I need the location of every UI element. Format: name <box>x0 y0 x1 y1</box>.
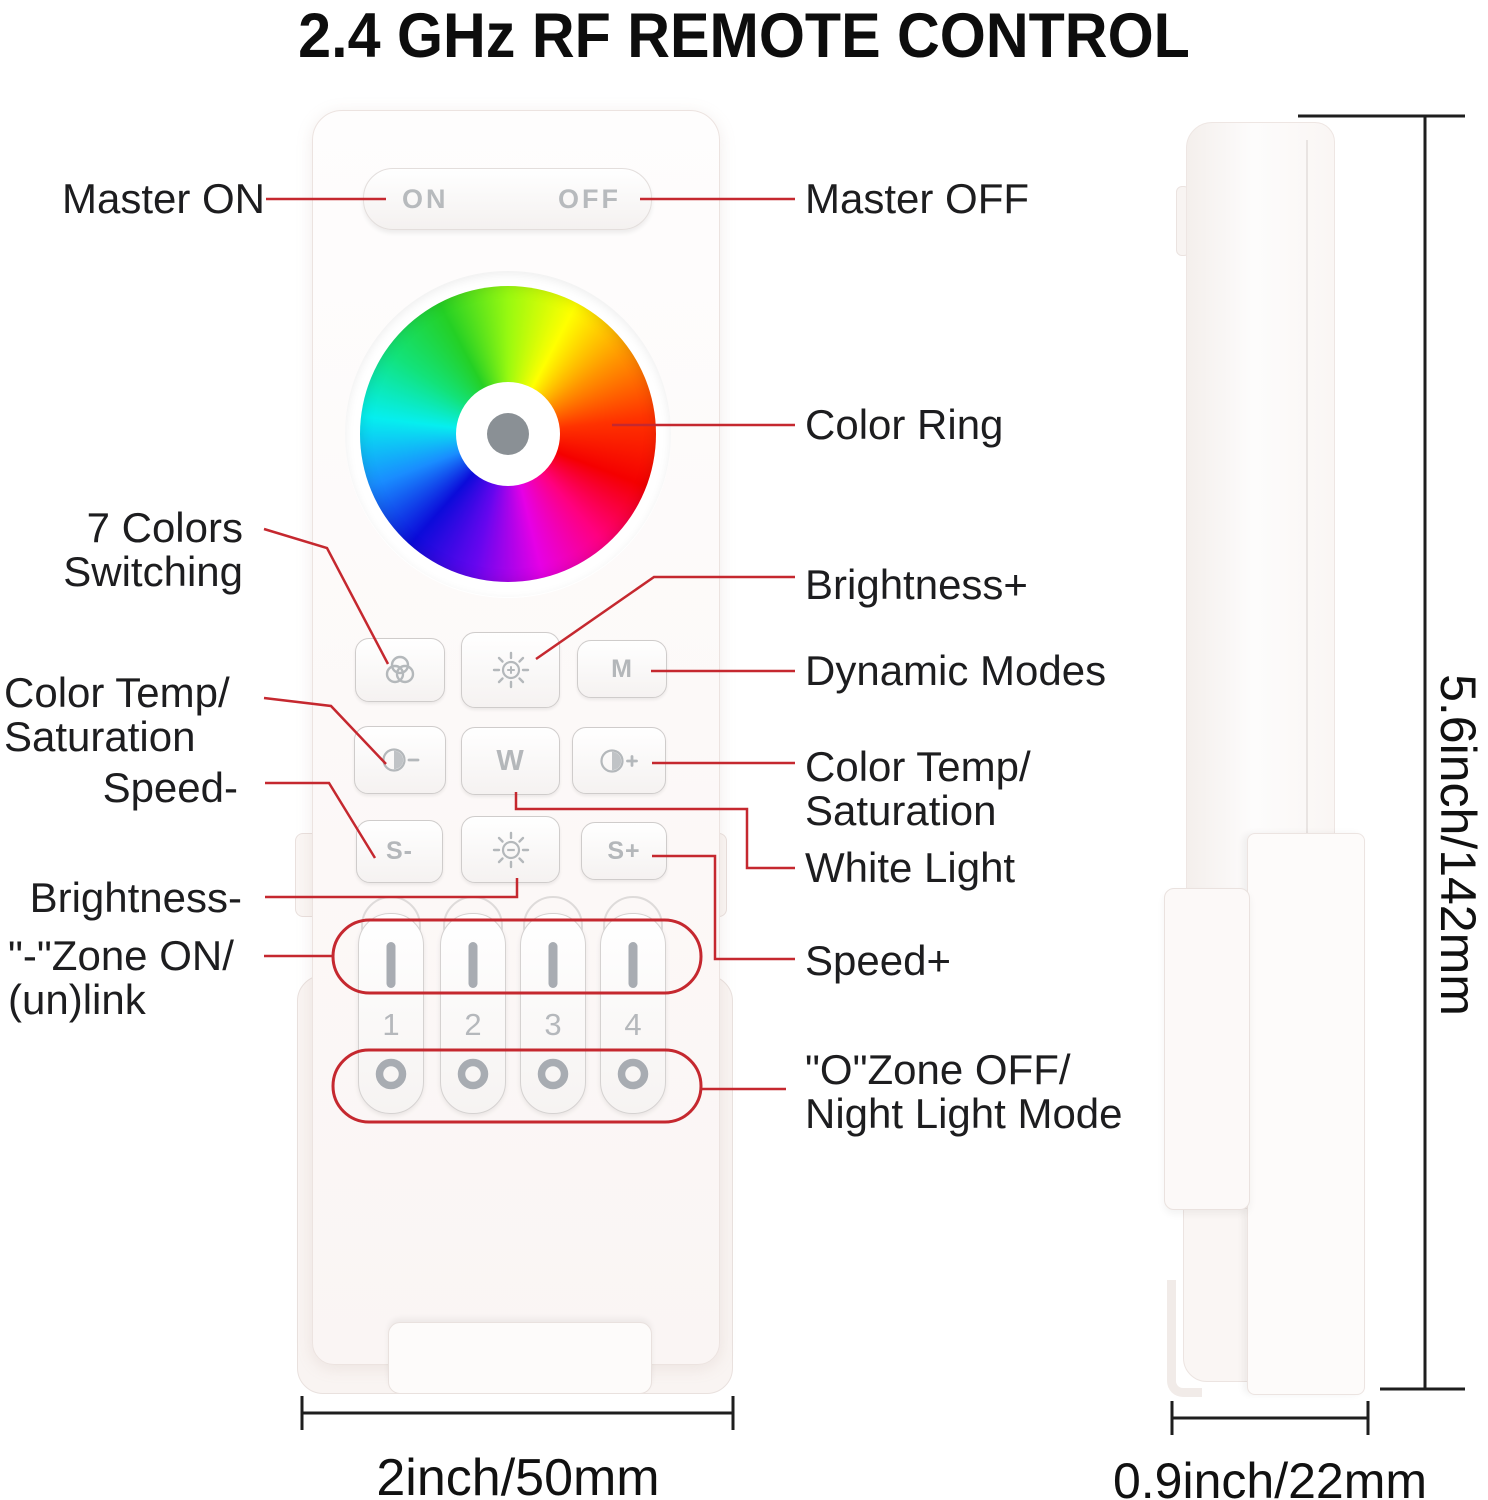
side-holder-lip <box>1164 888 1250 1210</box>
zone-3-rocker: 3 <box>520 913 586 1114</box>
zone-off-mark <box>375 1058 407 1090</box>
label-brightness-plus: Brightness+ <box>805 561 1028 608</box>
brightness-minus-button <box>461 816 560 883</box>
dynamic-modes-button: M <box>577 640 667 698</box>
dim-side-depth: 0.9inch/22mm <box>1112 1453 1428 1500</box>
speed-plus-button: S+ <box>581 822 667 880</box>
zone-on-mark <box>628 942 638 988</box>
zone-number: 2 <box>464 1007 482 1042</box>
power-button-group: ON OFF <box>363 168 652 230</box>
label-color-temp-left: Color Temp/ Saturation <box>4 669 230 760</box>
label-master-off: Master OFF <box>805 175 1030 222</box>
zone-on-mark <box>548 942 558 988</box>
sun-plus-icon <box>492 651 529 689</box>
zone-2-rocker: 2 <box>440 913 506 1114</box>
page-title: 2.4 GHz RF REMOTE CONTROL <box>298 1 1190 71</box>
color-ring-center-dot <box>487 413 529 455</box>
label-master-on: Master ON <box>61 175 265 222</box>
zone-on-mark <box>468 942 478 988</box>
contrast-minus-icon <box>382 748 420 772</box>
zone-off-mark <box>537 1058 569 1090</box>
contrast-plus-icon <box>600 748 638 773</box>
color-temp-plus-button <box>572 727 666 794</box>
zone-on-mark <box>386 942 396 988</box>
sun-minus-icon <box>492 831 529 868</box>
master-on-button: ON <box>402 184 449 214</box>
tri-circle-icon <box>385 655 415 684</box>
label-speed-plus: Speed+ <box>805 937 951 984</box>
side-holder-block <box>1247 833 1365 1395</box>
white-light-button: W <box>461 727 560 795</box>
brightness-plus-button <box>461 632 560 708</box>
label-dynamic-modes: Dynamic Modes <box>805 647 1107 694</box>
label-white-light: White Light <box>805 844 1016 891</box>
color-temp-minus-button <box>354 726 446 794</box>
holder-bottom-clip <box>388 1322 652 1394</box>
zone-4-rocker: 4 <box>600 913 666 1114</box>
zone-off-mark <box>457 1058 489 1090</box>
speed-minus-button: S- <box>356 820 443 883</box>
label-speed-minus: Speed- <box>102 764 238 811</box>
label-brightness-minus: Brightness- <box>29 874 242 921</box>
label-zone-off: "O"Zone OFF/ Night Light Mode <box>805 1046 1123 1137</box>
zone-number: 4 <box>624 1007 642 1042</box>
label-zone-on: "-"Zone ON/ (un)link <box>8 932 234 1023</box>
label-color-temp-right: Color Temp/ Saturation <box>805 743 1031 834</box>
seven-colors-button <box>355 638 445 702</box>
zone-1-rocker: 1 <box>358 913 424 1114</box>
side-holder-hook <box>1167 1280 1202 1397</box>
dim-front-width: 2inch/50mm <box>376 1449 660 1500</box>
zone-number: 3 <box>544 1007 562 1042</box>
label-color-ring: Color Ring <box>805 401 1004 448</box>
zone-off-mark <box>617 1058 649 1090</box>
label-seven-colors: 7 Colors Switching <box>63 504 243 595</box>
zone-number: 1 <box>382 1007 400 1042</box>
side-seam-line <box>1306 140 1308 1240</box>
master-off-button: OFF <box>558 184 621 214</box>
dim-side-height: 5.6inch/142mm <box>1430 674 1486 1016</box>
